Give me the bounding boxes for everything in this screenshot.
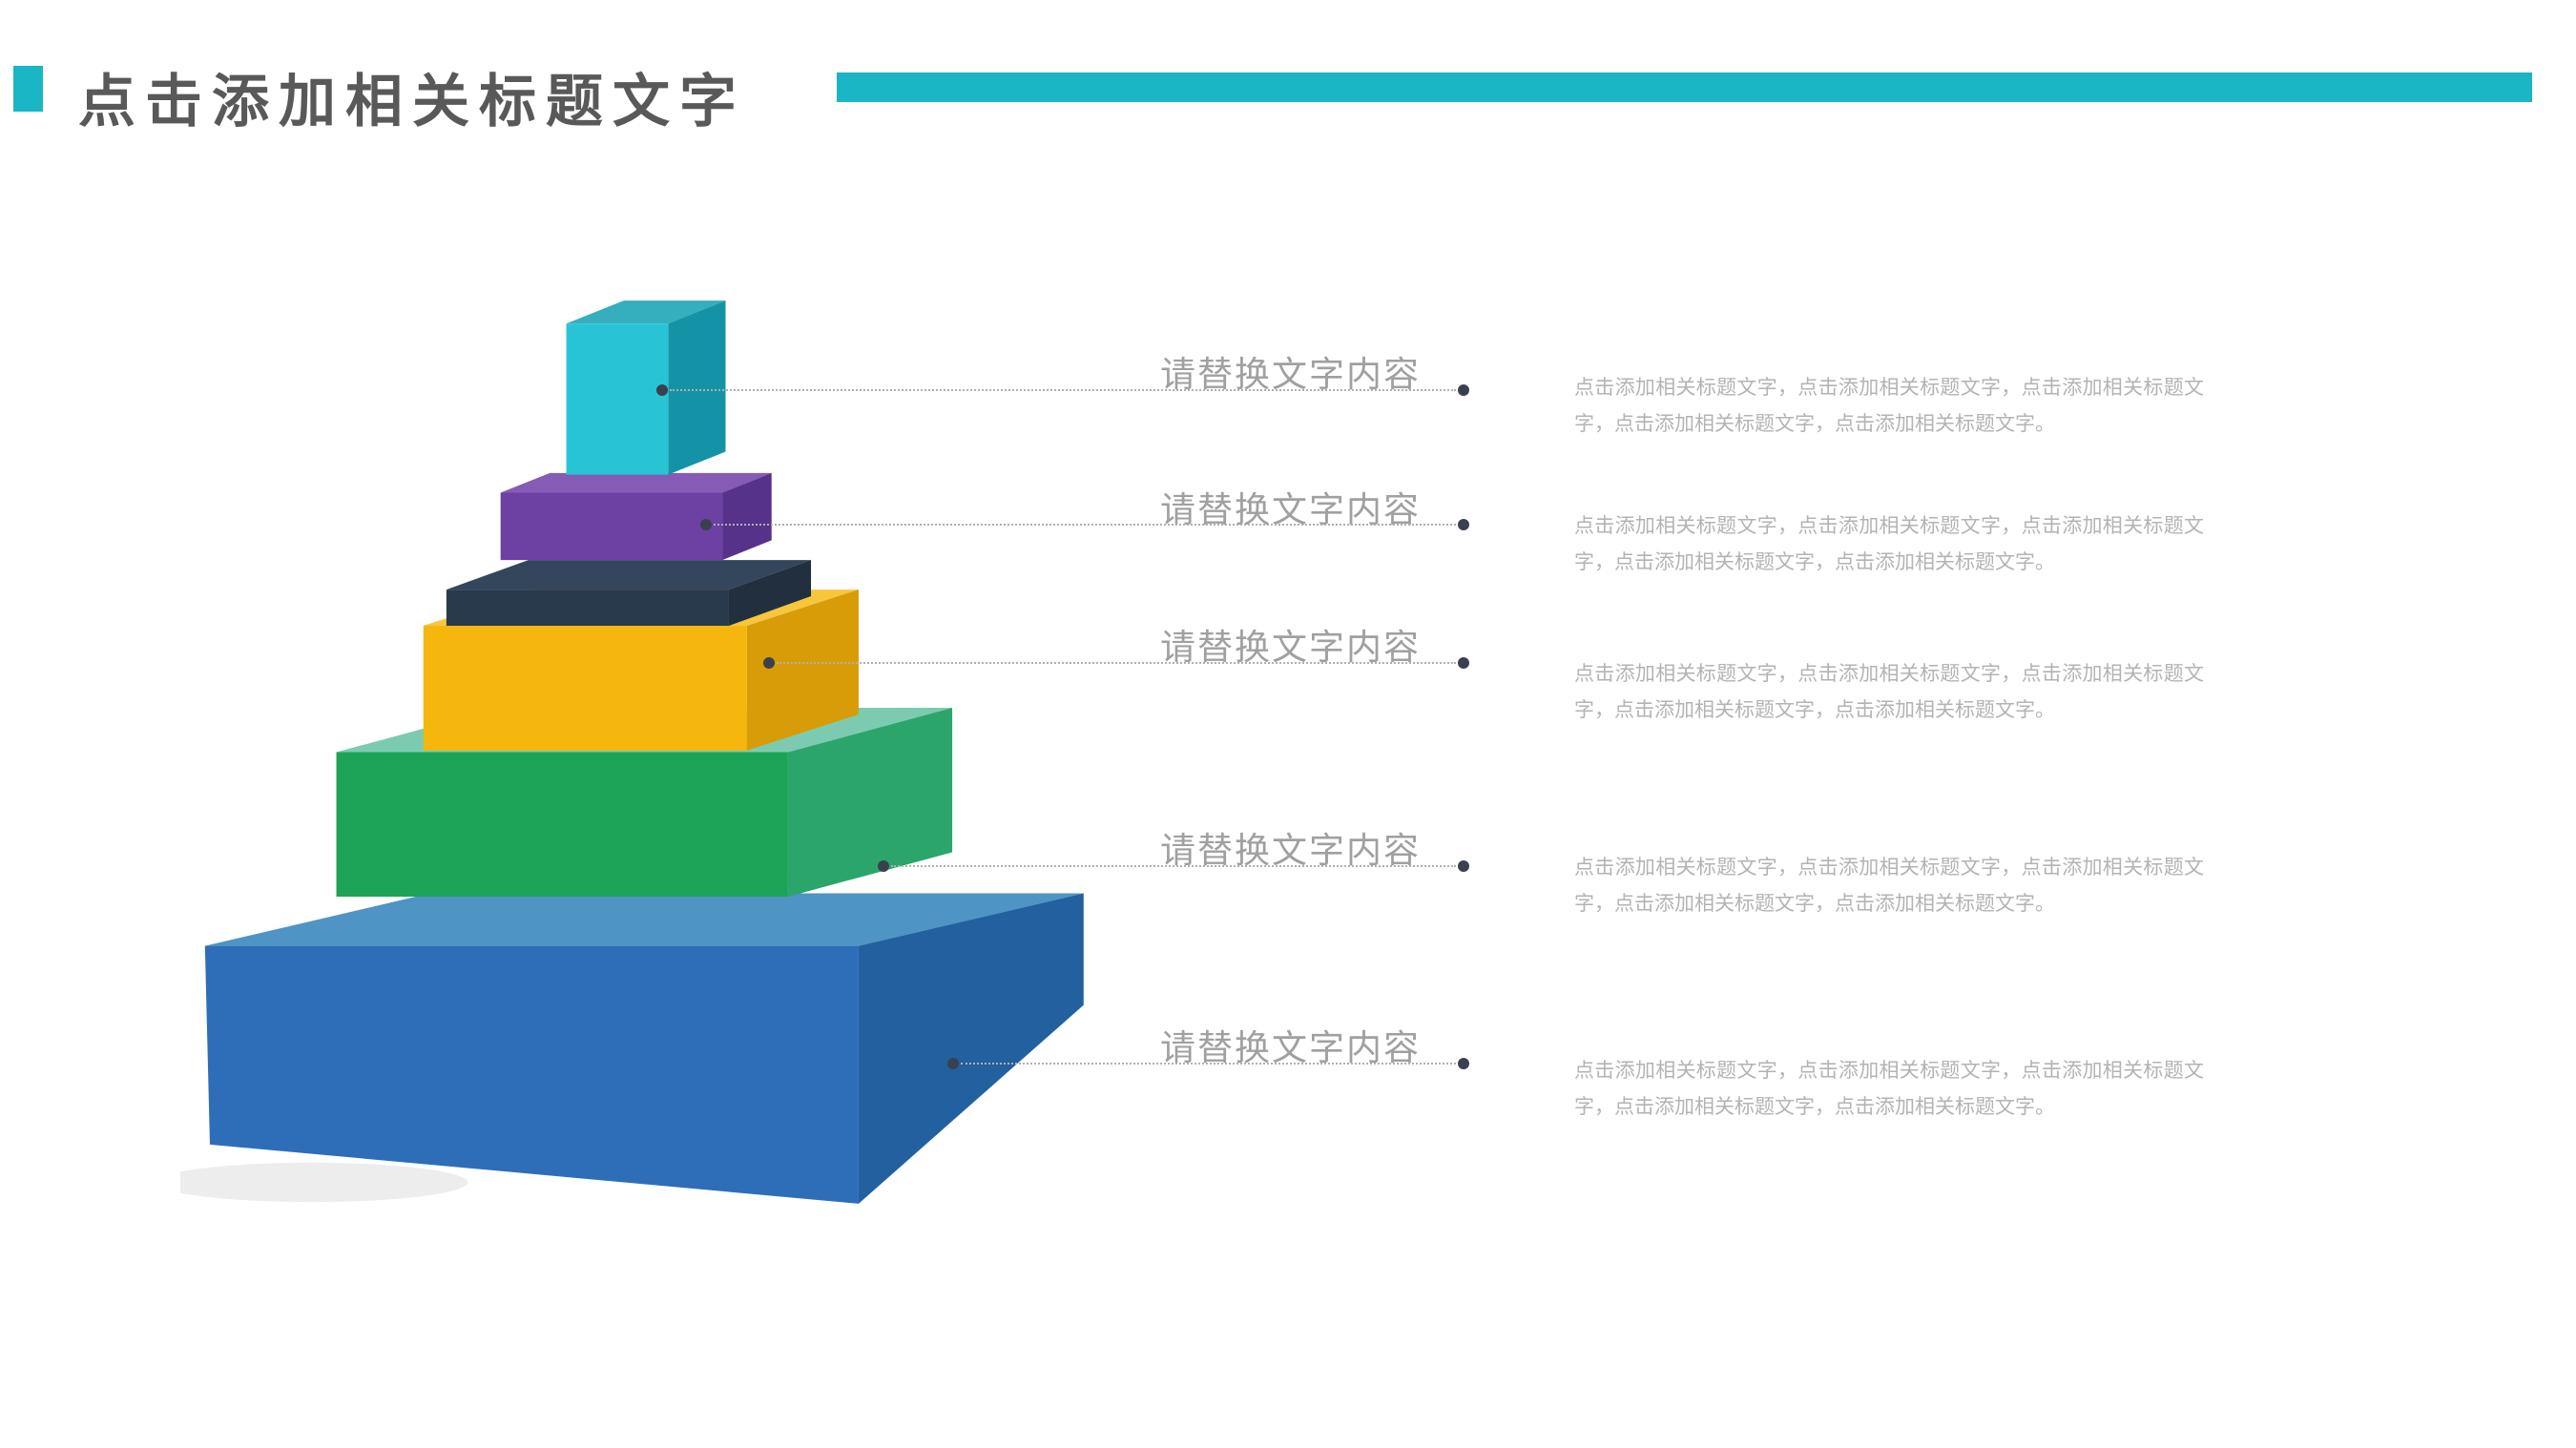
pyramid-navy-top-face — [446, 560, 812, 590]
callout-body: 点击添加相关标题文字，点击添加相关标题文字，点击添加相关标题文字，点击添加相关标… — [1574, 857, 2204, 915]
title-accent-square — [13, 66, 43, 112]
pyramid-blue-front-face — [204, 945, 859, 1204]
callout-connector-line — [777, 662, 1456, 664]
callout-connector-line — [891, 865, 1456, 867]
pyramid-green-front-face — [336, 752, 788, 897]
callout-body: 点击添加相关标题文字，点击添加相关标题文字，点击添加相关标题文字，点击添加相关标… — [1574, 377, 2204, 435]
pyramid-navy-side-face — [728, 560, 812, 626]
pyramid-yellow-side-face — [746, 590, 859, 751]
callout-connector-line — [961, 1063, 1456, 1065]
callout-label: 请替换文字内容 — [1160, 628, 1421, 667]
pyramid-diagram — [180, 300, 1084, 1204]
pyramid-purple-front-face — [500, 492, 723, 561]
pyramid-purple-side-face — [722, 472, 772, 561]
callout-label: 请替换文字内容 — [1160, 831, 1421, 870]
callout-dot-right — [1458, 519, 1469, 530]
pyramid-purple-top-face — [500, 472, 772, 493]
callout-dot-left — [947, 1058, 959, 1069]
callout-label: 请替换文字内容 — [1160, 490, 1421, 529]
callout-dot-right — [1458, 384, 1469, 396]
callout-connector-line — [714, 524, 1456, 526]
callout-body: 点击添加相关标题文字，点击添加相关标题文字，点击添加相关标题文字，点击添加相关标… — [1574, 1060, 2204, 1118]
pyramid-navy-front-face — [446, 590, 729, 626]
callout-dot-right — [1458, 657, 1469, 669]
pyramid-teal-front-face — [566, 323, 669, 475]
callout-dot-left — [700, 519, 712, 530]
callout-body: 点击添加相关标题文字，点击添加相关标题文字，点击添加相关标题文字，点击添加相关标… — [1574, 515, 2204, 573]
callout-dot-left — [763, 657, 775, 669]
title-accent-bar — [837, 72, 2532, 102]
callout-dot-left — [656, 384, 668, 396]
callout-label: 请替换文字内容 — [1160, 1028, 1421, 1067]
pyramid-teal-top-face — [566, 300, 726, 324]
callout-dot-right — [1458, 860, 1469, 872]
pyramid-teal-side-face — [668, 300, 726, 475]
callout-label: 请替换文字内容 — [1160, 355, 1421, 394]
page-title: 点击添加相关标题文字 — [78, 70, 746, 134]
callout-dot-left — [878, 860, 889, 872]
pyramid-blue-side-face — [858, 893, 1084, 1204]
pyramid-yellow-front-face — [423, 625, 747, 751]
callout-body: 点击添加相关标题文字，点击添加相关标题文字，点击添加相关标题文字，点击添加相关标… — [1574, 663, 2204, 721]
pyramid-green-side-face — [787, 708, 953, 897]
pyramid-blue-top-face — [204, 893, 1084, 946]
callout-dot-right — [1458, 1058, 1469, 1069]
pyramid-shadow — [180, 1162, 468, 1203]
callout-connector-line — [670, 389, 1456, 391]
